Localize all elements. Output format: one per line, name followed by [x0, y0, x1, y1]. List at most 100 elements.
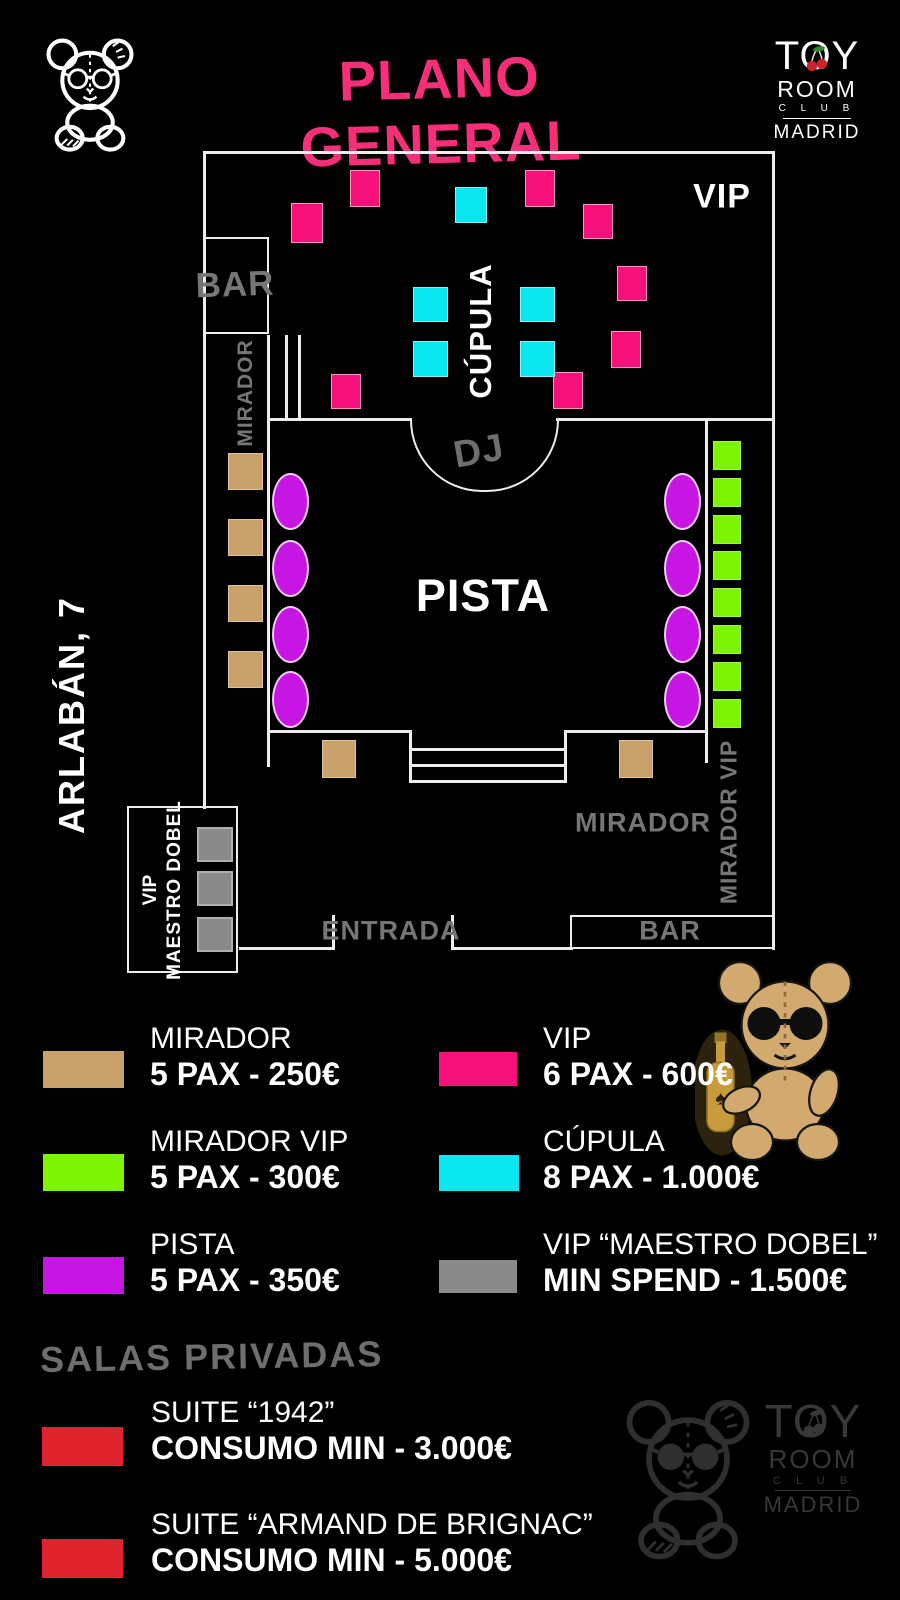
salas-price: CONSUMO MIN - 5.000€: [151, 1542, 512, 1578]
zone-label-cupula: CÚPULA: [463, 263, 498, 399]
legend-text: SUITE “ARMAND DE BRIGNAC” CONSUMO MIN - …: [151, 1508, 593, 1578]
legend-name: MIRADOR: [150, 1022, 292, 1055]
mirador-table: [228, 519, 263, 556]
wall-mirador-vip-separator: [705, 420, 708, 763]
vip-table: [525, 170, 555, 207]
legend-name: VIP “MAESTRO DOBEL”: [543, 1228, 878, 1261]
salas-name: SUITE “1942”: [151, 1396, 335, 1429]
legend-price: 5 PAX - 350€: [150, 1262, 340, 1298]
sunglasses-icon: [60, 68, 120, 90]
toyroom-toy: TOY: [760, 1398, 866, 1444]
stairs-side-left: [409, 730, 412, 783]
legend-text: SUITE “1942” CONSUMO MIN - 3.000€: [151, 1396, 512, 1466]
wall-stair-detail-2: [298, 335, 301, 420]
cherries-icon: [806, 46, 828, 72]
legend-swatch-maestro-dobel: [439, 1260, 517, 1293]
legend-name: VIP: [543, 1022, 592, 1055]
toyroom-toy-text: TOY: [764, 1395, 862, 1447]
salas-swatch-suite-1942: [42, 1427, 123, 1466]
entrada-jamb-left: [332, 915, 335, 950]
legend-name: MIRADOR VIP: [150, 1125, 349, 1158]
mirador-vip-table: [713, 588, 741, 617]
wall-left: [203, 151, 206, 809]
maestro-line2: MAESTRO DOBEL: [164, 800, 185, 980]
pista-table: [272, 671, 309, 728]
legend-price: 5 PAX - 250€: [150, 1056, 340, 1092]
legend-swatch-pista: [43, 1257, 124, 1294]
salas-swatch-suite-armand: [42, 1539, 123, 1578]
legend-text: VIP 6 PAX - 600€: [543, 1022, 733, 1092]
sunglasses-icon: [647, 1443, 729, 1470]
wall-pista-top-right: [556, 418, 775, 421]
stairs-step-1: [409, 748, 567, 751]
maestro-dobel-table: [197, 917, 233, 952]
cupula-table: [455, 187, 487, 223]
legend-price: MIN SPEND - 1.500€: [543, 1262, 848, 1298]
champagne-bottle-icon: ♠: [706, 1032, 735, 1133]
legend-name: CÚPULA: [543, 1125, 665, 1158]
teddy-bear-bottle-art: ♠: [695, 960, 853, 1162]
page-title: PLANO GENERAL: [299, 44, 583, 179]
salas-privadas-heading: SALAS PRIVADAS: [39, 1333, 384, 1380]
sunglasses-icon: [747, 1007, 823, 1040]
legend-text: MIRADOR VIP 5 PAX - 300€: [150, 1125, 348, 1195]
zone-label-entrada: ENTRADA: [321, 915, 461, 946]
mirador-vip-table: [713, 699, 741, 728]
wall-bottom-1: [239, 947, 334, 950]
toyroom-divider: [783, 118, 851, 119]
salas-price: CONSUMO MIN - 3.000€: [151, 1430, 512, 1466]
bar-top-room: [203, 237, 269, 334]
street-address: ARLABÁN, 7: [51, 595, 92, 835]
zone-label-bar-bottom: BAR: [639, 915, 701, 946]
vip-table: [617, 266, 647, 301]
legend-swatch-vip: [439, 1052, 517, 1086]
vip-table: [291, 203, 323, 243]
cupula-table: [413, 341, 448, 377]
legend-text: CÚPULA 8 PAX - 1.000€: [543, 1125, 759, 1195]
mirador-vip-table: [713, 551, 741, 580]
pista-table: [664, 671, 701, 728]
maestro-dobel-table: [197, 871, 233, 906]
bar-bottom-room: [570, 915, 774, 949]
zone-label-vip: VIP: [693, 177, 751, 216]
pista-table: [664, 540, 701, 597]
vip-table: [611, 331, 641, 368]
legend-swatch-mirador: [43, 1051, 124, 1088]
legend-price: 6 PAX - 600€: [543, 1056, 733, 1092]
toyroom-toy: TOY: [770, 36, 864, 76]
zone-label-dj: DJ: [450, 426, 508, 477]
vip-table: [583, 204, 613, 239]
toyroom-divider: [774, 1490, 852, 1491]
mirador-vip-table: [713, 441, 741, 470]
zone-label-mirador-vip: MIRADOR VIP: [715, 739, 742, 905]
toyroom-logo-top: TOY ROOM C L U B MADRID: [770, 36, 864, 144]
wall-right: [772, 151, 775, 950]
stairs-step-2: [409, 764, 567, 767]
wall-pista-top-left: [267, 418, 412, 421]
teddy-bear-logo-white: [46, 38, 134, 152]
zone-label-bar-top: BAR: [194, 263, 276, 306]
toyroom-madrid-text: MADRID: [763, 1492, 863, 1517]
vip-table: [331, 374, 361, 409]
legend-swatch-mirador-vip: [43, 1154, 124, 1191]
wall-pista-bottom-left: [267, 730, 412, 733]
stairs-step-3: [409, 780, 567, 783]
zone-label-pista: PISTA: [415, 570, 551, 621]
pista-table: [272, 606, 309, 663]
legend-name: PISTA: [150, 1228, 235, 1261]
mirador-vip-table: [713, 478, 741, 507]
toyroom-club-text: C L U B: [778, 103, 856, 114]
toyroom-madrid-text: MADRID: [773, 122, 861, 143]
cupula-table: [520, 287, 555, 322]
pista-table: [272, 540, 309, 597]
teddy-bear-logo-dark: [626, 1400, 750, 1560]
wall-mirador-column: [267, 335, 270, 767]
vip-table: [350, 170, 380, 207]
vip-table: [553, 372, 583, 409]
cupula-table: [413, 287, 448, 322]
cupula-table: [520, 341, 555, 377]
salas-name: SUITE “ARMAND DE BRIGNAC”: [151, 1508, 593, 1541]
mirador-table: [619, 740, 653, 778]
toyroom-room-text: ROOM: [777, 76, 857, 102]
